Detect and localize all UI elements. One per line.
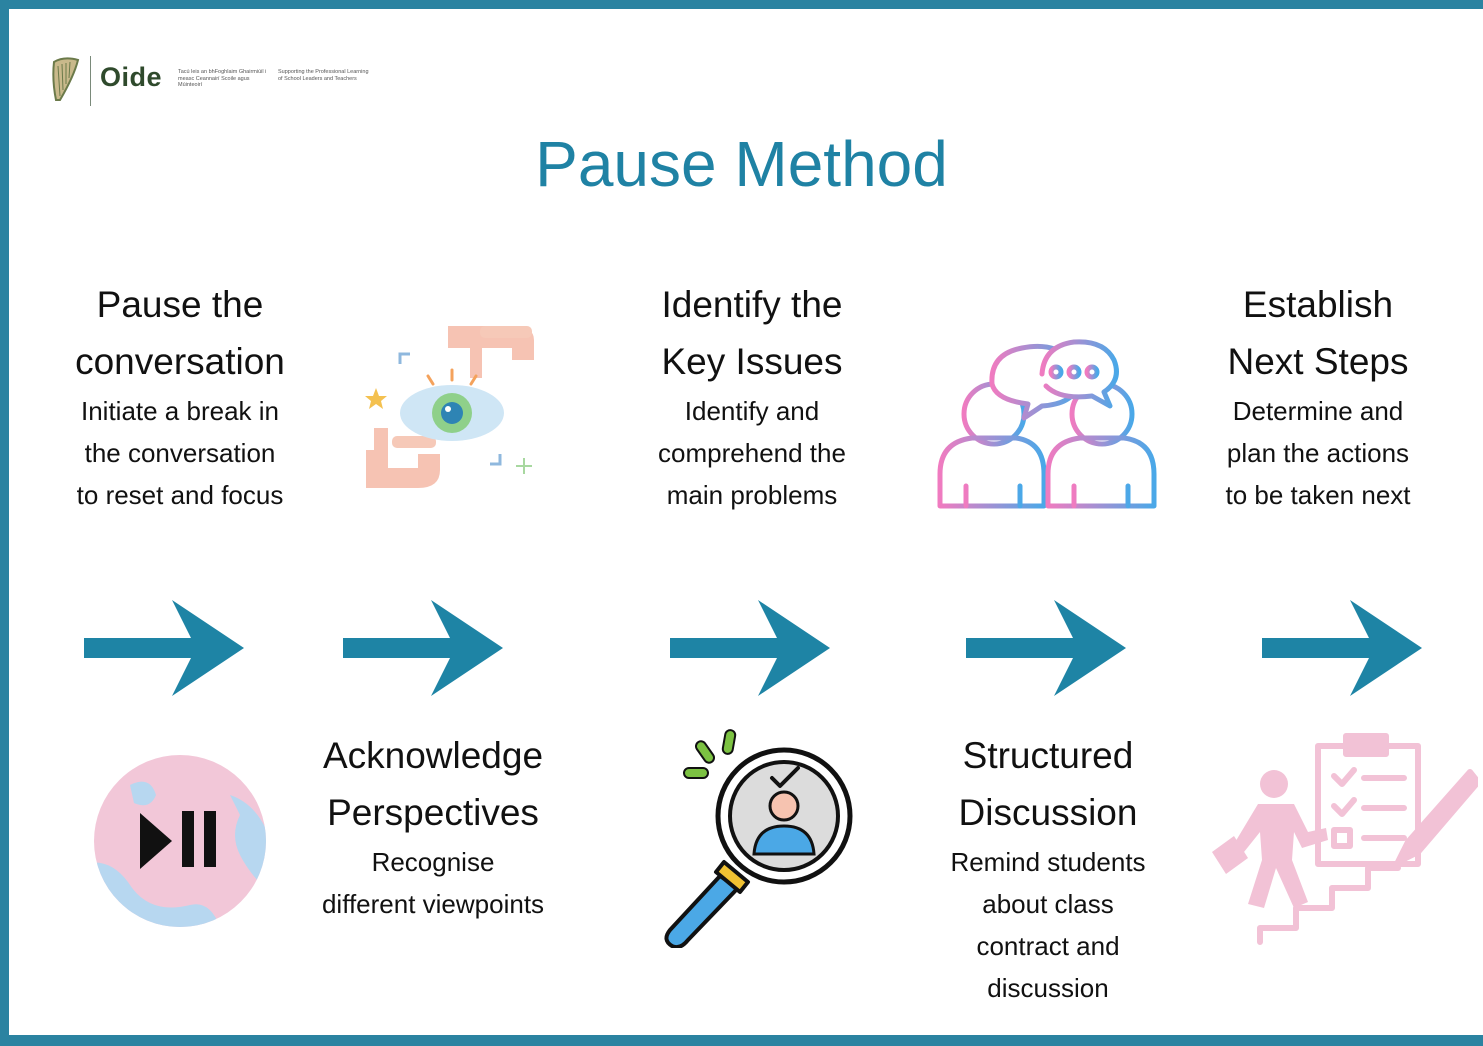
step-pause-conversation: Pause the conversation Initiate a break … — [38, 276, 322, 516]
step-acknowledge-perspectives: Acknowledge Perspectives Recognise diffe… — [282, 727, 584, 925]
step-title-line: Discussion — [958, 792, 1138, 833]
step-description-line: Recognise — [371, 847, 495, 877]
step-description-line: about class — [982, 889, 1114, 919]
step-description-line: to be taken next — [1225, 480, 1411, 510]
step-title-line: Identify the — [661, 284, 843, 325]
arrow-right-icon — [84, 600, 244, 696]
plan-steps-icon — [1212, 733, 1478, 945]
step-establish-next-steps: Establish Next Steps Determine and plan … — [1170, 276, 1466, 516]
step-description-line: plan the actions — [1226, 438, 1410, 468]
step-description-line: main problems — [666, 480, 838, 510]
arrow-right-icon — [343, 600, 503, 696]
step-identify-key-issues: Identify the Key Issues Identify and com… — [606, 276, 898, 516]
logo-separator — [90, 56, 91, 106]
logo-tagline-english: Supporting the Professional Learning of … — [278, 69, 369, 82]
step-description-line: different viewpoints — [321, 889, 545, 919]
arrow-right-icon — [670, 600, 830, 696]
play-pause-icon — [94, 755, 266, 927]
step-title-line: Next Steps — [1227, 341, 1409, 382]
step-description-line: to reset and focus — [76, 480, 284, 510]
harp-icon — [52, 57, 80, 101]
logo-wordmark: Oide — [100, 62, 163, 92]
step-description-line: discussion — [987, 973, 1109, 1003]
page-title: Pause Method — [535, 128, 948, 200]
oide-logo: Oide Tacú leis an bhFoghlaim Ghairmiúil … — [48, 52, 378, 112]
step-title-line: Perspectives — [327, 792, 539, 833]
arrow-right-icon — [1262, 600, 1422, 696]
step-title-line: Key Issues — [661, 341, 843, 382]
step-title-line: Acknowledge — [322, 735, 544, 776]
step-description-line: the conversation — [84, 438, 276, 468]
step-title-line: Structured — [962, 735, 1134, 776]
step-description-line: Initiate a break in — [80, 396, 279, 426]
step-title-line: Establish — [1242, 284, 1394, 325]
step-description-line: contract and — [976, 931, 1120, 961]
step-description-line: Remind students — [950, 847, 1146, 877]
focus-eye-icon — [365, 326, 534, 488]
step-title-line: conversation — [75, 341, 285, 382]
arrow-right-icon — [966, 600, 1126, 696]
logo-tagline-irish: Tacú leis an bhFoghlaim Ghairmiúil i mea… — [178, 69, 267, 88]
step-description-line: comprehend the — [658, 438, 846, 468]
magnifier-person-icon — [664, 729, 853, 948]
step-title-line: Pause the — [96, 284, 264, 325]
step-structured-discussion: Structured Discussion Remind students ab… — [906, 727, 1190, 1009]
chat-people-icon — [937, 339, 1157, 509]
step-description-line: Identify and — [684, 396, 820, 426]
step-description-line: Determine and — [1232, 396, 1404, 426]
